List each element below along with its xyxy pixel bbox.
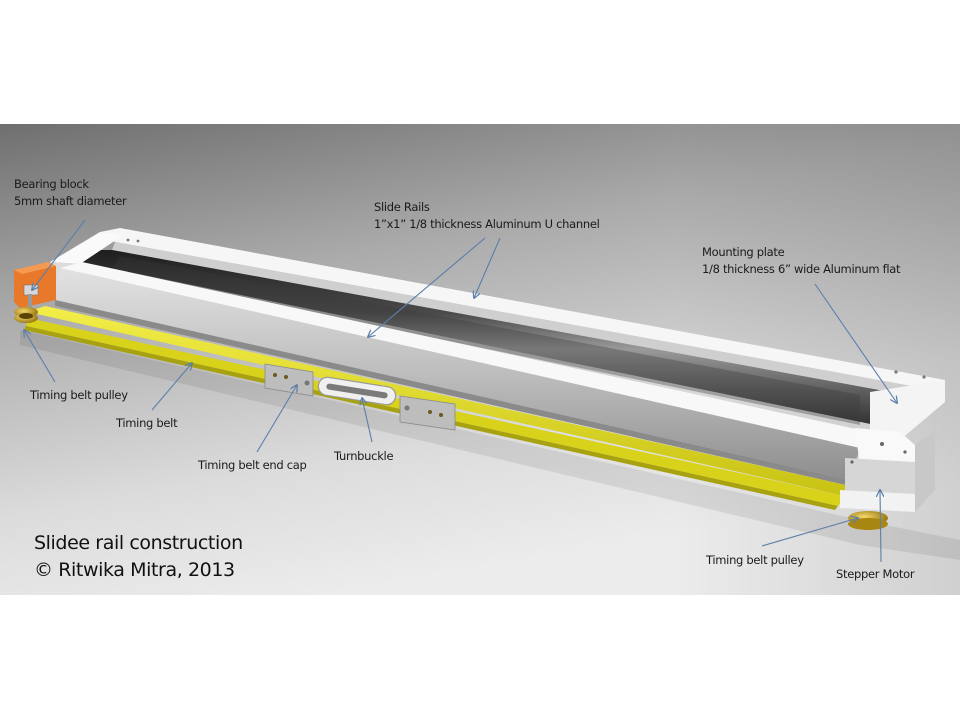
label-mounting-plate-title: Mounting plate: [702, 245, 785, 259]
label-stepper-motor: Stepper Motor: [836, 567, 915, 581]
label-slide-rails-title: Slide Rails: [374, 200, 430, 214]
figure-copyright: © Ritwika Mitra, 2013: [34, 559, 235, 581]
slide-rail-render: [0, 124, 960, 595]
label-mounting-plate: Mounting plate 1/8 thickness 6” wide Alu…: [702, 244, 900, 278]
label-slide-rails-detail: 1”x1” 1/8 thickness Aluminum U channel: [374, 217, 600, 231]
label-slide-rails: Slide Rails 1”x1” 1/8 thickness Aluminum…: [374, 199, 600, 233]
label-bearing-block-title: Bearing block: [14, 177, 89, 191]
render-image: [0, 124, 960, 595]
label-timing-belt-pulley-left: Timing belt pulley: [30, 388, 128, 402]
figure-caption: Slidee rail construction © Ritwika Mitra…: [34, 530, 243, 584]
label-timing-belt-end-cap: Timing belt end cap: [198, 458, 307, 472]
label-turnbuckle: Turnbuckle: [334, 449, 394, 463]
label-bearing-block: Bearing block 5mm shaft diameter: [14, 176, 127, 210]
label-timing-belt: Timing belt: [116, 416, 178, 430]
label-bearing-block-detail: 5mm shaft diameter: [14, 194, 127, 208]
figure-title: Slidee rail construction: [34, 532, 243, 554]
label-timing-belt-pulley-right: Timing belt pulley: [706, 553, 804, 567]
label-mounting-plate-detail: 1/8 thickness 6” wide Aluminum flat: [702, 262, 901, 276]
